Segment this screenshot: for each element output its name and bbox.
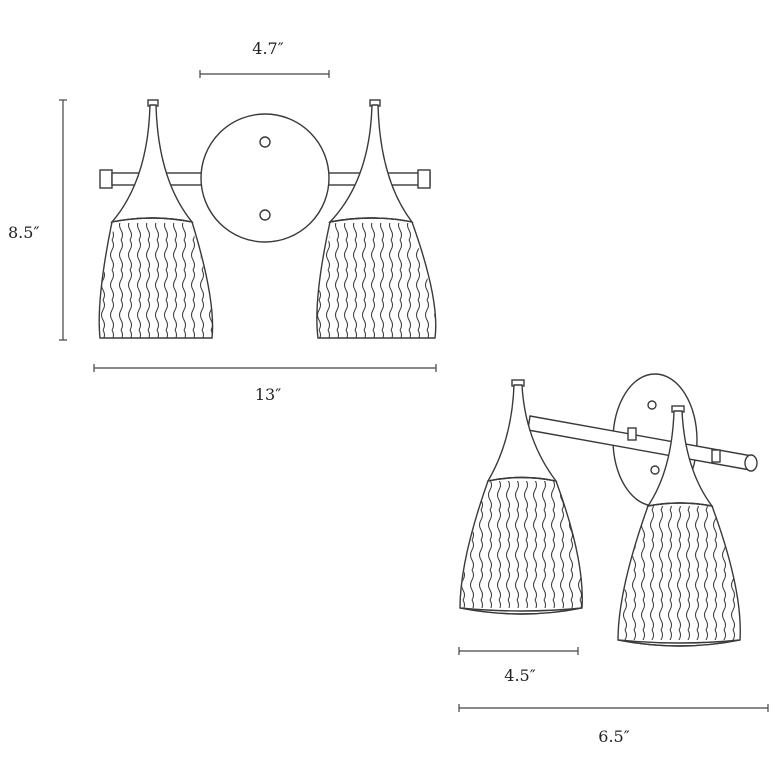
label-shade-width: 4.5″ [504,666,535,685]
lamp-left [98,99,214,339]
front-view: 4.7″ 8.5″ 13″ [8,39,437,404]
label-extension: 6.5″ [598,727,629,746]
dimension-extension: 6.5″ [458,704,769,746]
label-top-width: 4.7″ [252,39,283,58]
angle-view: 4.5″ 6.5″ [458,373,769,746]
dimension-height: 8.5″ [8,99,67,341]
label-height: 8.5″ [8,223,39,242]
label-overall-width: 13″ [255,385,281,404]
backplate [200,113,330,243]
dimension-overall-width: 13″ [93,364,437,404]
lamp-right [316,99,437,339]
dimension-top-width: 4.7″ [199,39,330,78]
dimension-shade-width: 4.5″ [458,647,579,685]
angle-lamp-near [459,379,583,615]
